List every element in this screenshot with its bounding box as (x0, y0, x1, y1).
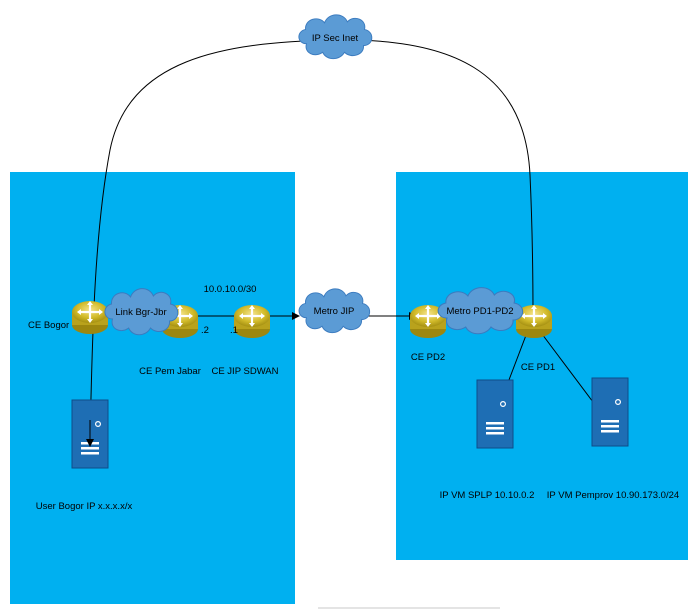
ipsec-link (85, 39, 534, 448)
router-ce-jip-sdwan-label: CE JIP SDWAN (211, 366, 278, 377)
router-ce-pem-jabar-label: CE Pem Jabar (139, 366, 201, 377)
link-subnet-label: 10.0.10.0/30 (204, 284, 257, 295)
cloud-link-bgr-label: Link Bgr-Jbr (115, 307, 166, 318)
router-ce-jip-sdwan (232, 303, 272, 340)
server-user-bogor-label: User Bogor IP x.x.x.x/x (36, 501, 133, 512)
router-ce-bogor (70, 299, 110, 336)
cloud-metro-jip-label: Metro JIP (314, 306, 355, 317)
router-ce-pd2-label: CE PD2 (411, 352, 445, 363)
link-ip-1-label: .1 (230, 325, 238, 336)
server-vm-splp-label: IP VM SPLP 10.10.0.2 (440, 490, 535, 501)
server-vm-pemprov (591, 377, 629, 447)
server-vm-pemprov-label: IP VM Pemprov 10.90.173.0/24 (547, 490, 679, 501)
zone-right (396, 172, 688, 560)
link-ip-2-label: .2 (201, 325, 209, 336)
zone-left (10, 172, 295, 604)
server-vm-splp (476, 379, 514, 449)
router-ce-pd1-label: CE PD1 (521, 362, 555, 373)
router-ce-bogor-label: CE Bogor (28, 320, 69, 331)
cloud-metro-pd-label: Metro PD1-PD2 (446, 306, 513, 317)
cloud-ipsec-label: IP Sec Inet (312, 33, 359, 44)
